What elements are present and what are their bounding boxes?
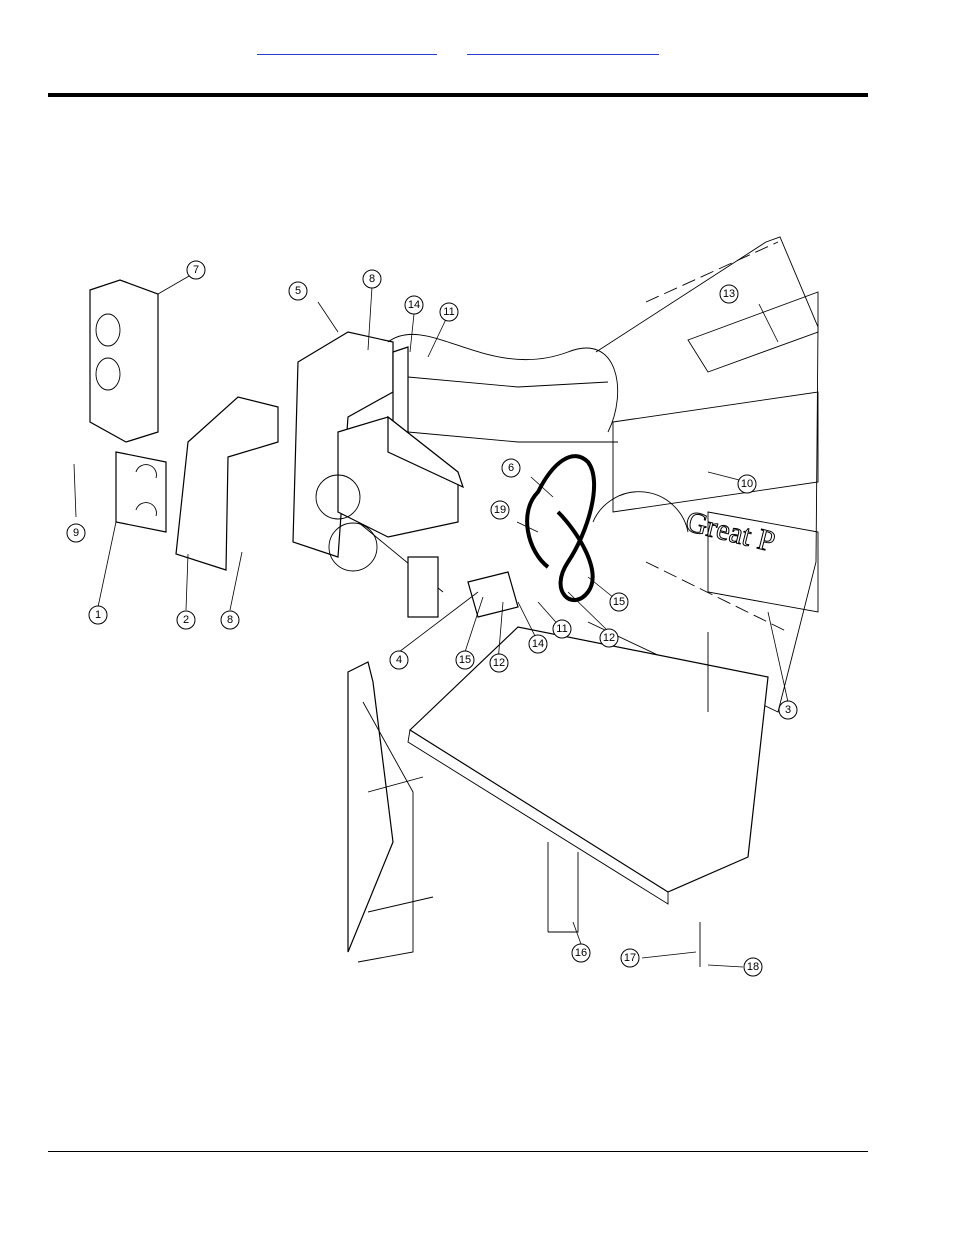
callout-label: 10 <box>741 478 753 490</box>
callout-label: 19 <box>494 504 506 516</box>
callout-12-left: 12 <box>489 653 509 673</box>
callout-4: 4 <box>389 650 409 670</box>
callout-label: 3 <box>785 704 791 716</box>
callout-10: 10 <box>737 474 757 494</box>
callout-label: 2 <box>183 614 189 626</box>
callout-1: 1 <box>88 605 108 625</box>
footer-rule <box>48 1151 868 1152</box>
gearbox-part-4 <box>315 415 519 618</box>
callout-3: 3 <box>778 700 798 720</box>
callout-15-left: 15 <box>455 650 475 670</box>
callout-8-top: 8 <box>362 269 382 289</box>
callout-label: 14 <box>532 638 544 650</box>
callout-label: 7 <box>193 264 199 276</box>
step-platform <box>347 626 769 967</box>
callout-8-bottom: 8 <box>220 610 240 630</box>
parts-diagram: Great P <box>66 236 819 977</box>
callout-label: 18 <box>747 961 759 973</box>
callout-label: 12 <box>603 632 615 644</box>
callout-2: 2 <box>176 610 196 630</box>
callout-label: 11 <box>443 306 454 318</box>
header-link-2[interactable] <box>467 38 659 55</box>
callout-label: 11 <box>556 623 567 635</box>
callout-9: 9 <box>66 523 86 543</box>
callout-13: 13 <box>719 284 739 304</box>
callout-label: 12 <box>493 657 505 669</box>
callout-label: 15 <box>613 596 625 608</box>
callout-14-top: 14 <box>404 295 424 315</box>
frame-panel: Great P <box>587 236 819 713</box>
callout-label: 1 <box>95 609 101 621</box>
leader-lines <box>73 271 789 968</box>
callout-5: 5 <box>288 281 308 301</box>
callout-11-top: 11 <box>439 302 459 322</box>
callout-19: 19 <box>490 500 510 520</box>
bracket-part-7 <box>89 279 167 533</box>
callout-12-right: 12 <box>599 628 619 648</box>
callout-label: 13 <box>723 288 735 300</box>
callout-label: 15 <box>459 654 471 666</box>
callout-17: 17 <box>620 948 640 968</box>
callout-7: 7 <box>186 260 206 280</box>
callout-label: 5 <box>295 285 301 297</box>
callout-14-center: 14 <box>528 634 548 654</box>
callout-18: 18 <box>743 957 763 977</box>
callout-15-right: 15 <box>609 592 629 612</box>
header-rule <box>48 93 868 97</box>
callout-16: 16 <box>571 943 591 963</box>
callout-label: 8 <box>369 273 375 285</box>
callout-label: 4 <box>396 654 402 666</box>
callout-label: 16 <box>575 947 587 959</box>
header-link-1[interactable] <box>257 38 437 55</box>
callout-label: 9 <box>73 527 79 539</box>
callout-11-center: 11 <box>552 619 572 639</box>
callout-6: 6 <box>501 458 521 478</box>
callout-label: 6 <box>508 462 514 474</box>
callout-label: 14 <box>408 299 420 311</box>
callout-label: 8 <box>227 614 233 626</box>
logo-text: Great P <box>682 505 778 559</box>
callout-label: 17 <box>624 952 636 964</box>
hydraulic-hose-part-6 <box>525 454 597 602</box>
plate-part-2 <box>175 396 279 571</box>
